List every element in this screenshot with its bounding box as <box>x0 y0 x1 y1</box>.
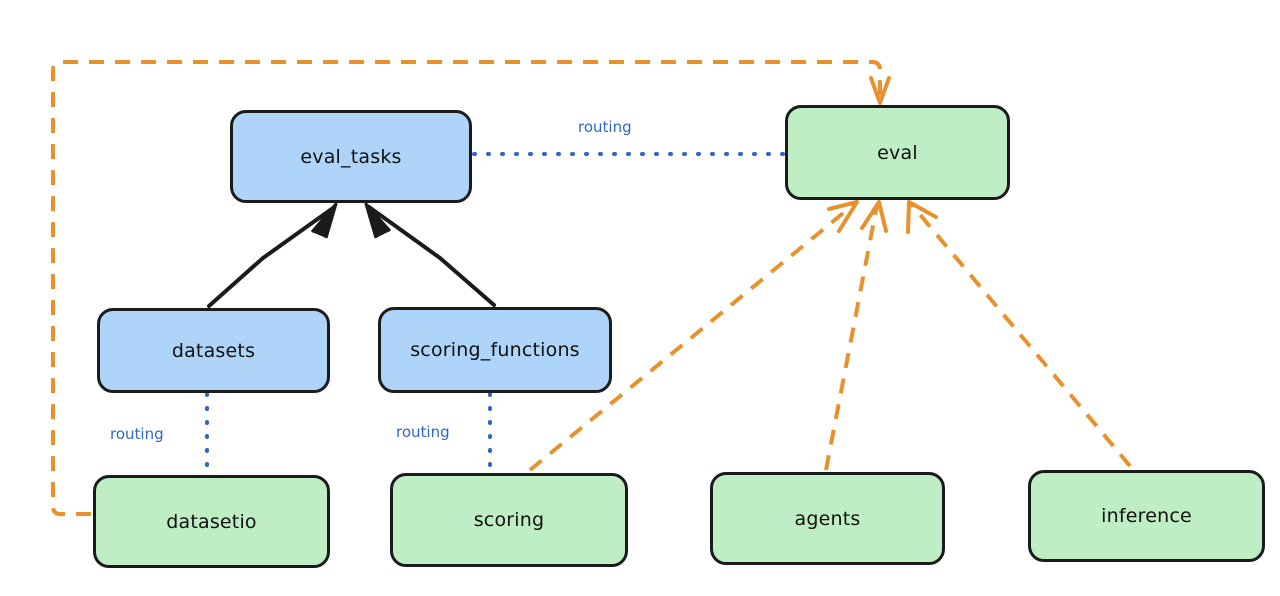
edge-scoring-to-eval-dependency <box>528 200 859 472</box>
node-datasets[interactable]: datasets <box>97 308 330 393</box>
node-scoring-functions-label: scoring_functions <box>410 339 580 361</box>
node-agents[interactable]: agents <box>710 472 945 565</box>
node-scoring[interactable]: scoring <box>390 473 628 567</box>
edge-label-routing-datasets: routing <box>110 425 164 443</box>
node-agents-label: agents <box>794 507 861 530</box>
node-datasetio[interactable]: datasetio <box>93 475 330 568</box>
node-scoring-functions[interactable]: scoring_functions <box>378 307 612 393</box>
edge-agents-to-eval-dependency <box>824 200 888 471</box>
edge-datasets-to-eval-tasks <box>207 202 338 308</box>
edge-datasetio-to-eval-dependency <box>51 60 891 516</box>
node-inference-label: inference <box>1101 505 1192 527</box>
node-eval[interactable]: eval <box>785 105 1010 200</box>
node-eval-label: eval <box>877 141 918 164</box>
node-scoring-label: scoring <box>473 509 545 531</box>
node-datasetio-label: datasetio <box>166 510 257 533</box>
node-inference[interactable]: inference <box>1028 470 1265 562</box>
edge-scoring-functions-to-eval-tasks <box>364 202 496 307</box>
node-datasets-label: datasets <box>171 339 256 362</box>
node-eval-tasks[interactable]: eval_tasks <box>230 110 472 203</box>
node-eval-tasks-label: eval_tasks <box>300 145 402 168</box>
edge-label-routing-eval-tasks: routing <box>578 118 632 136</box>
edge-label-routing-scoring-functions: routing <box>396 423 450 441</box>
edge-inference-to-eval-dependency <box>906 200 1132 468</box>
